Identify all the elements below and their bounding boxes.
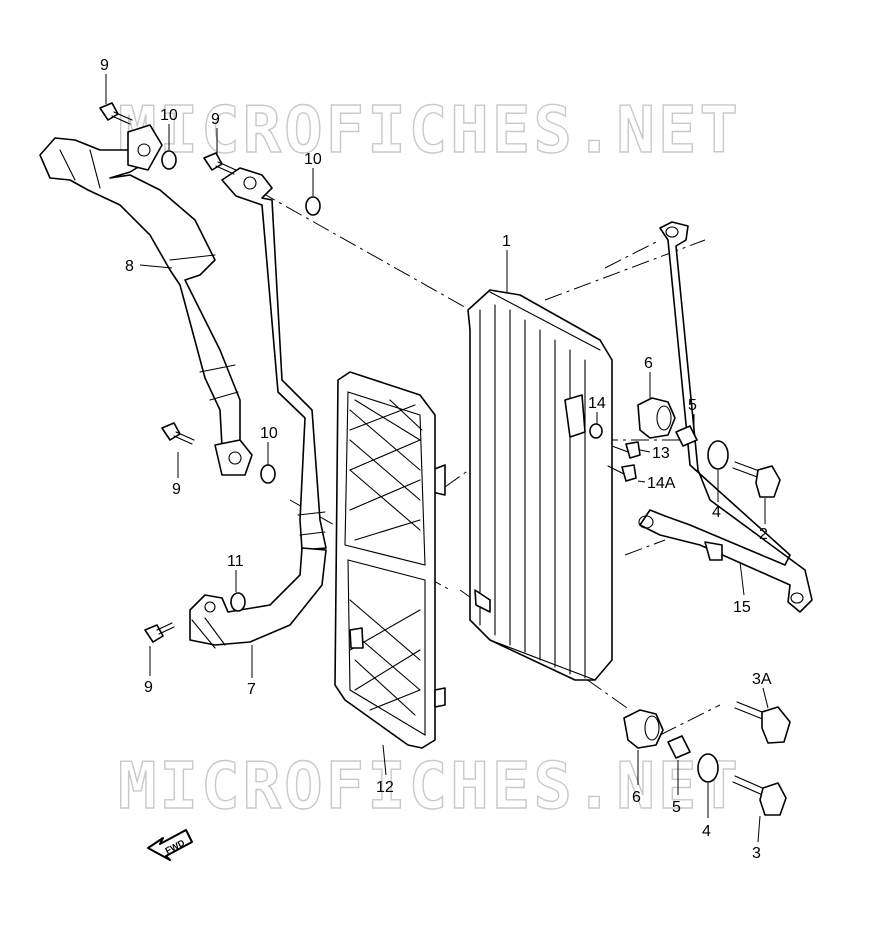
- o-ring-10-upper: [305, 196, 321, 216]
- collar-5-lower: [667, 735, 691, 759]
- hose-part-8: [39, 124, 253, 476]
- label-3: 3: [752, 845, 761, 862]
- bolt-2: [732, 461, 781, 498]
- label-10-lower: 10: [260, 425, 278, 442]
- leader-lines: [105, 74, 769, 843]
- label-10-upper: 10: [304, 151, 322, 168]
- bolt-13: [611, 441, 641, 459]
- o-ring-11: [230, 592, 246, 612]
- bolt-3a: [734, 701, 791, 744]
- part-labels: 9 10 9 10 8 10 9 11 9 7 1 6 5 14 13 14A …: [100, 57, 772, 862]
- forward-arrow-icon: FWD: [147, 829, 193, 861]
- label-9-upper: 9: [211, 111, 220, 128]
- bolt-3: [732, 775, 787, 816]
- bolt-9-upper: [203, 152, 237, 175]
- label-6-lower: 6: [632, 789, 641, 806]
- label-11: 11: [227, 553, 244, 570]
- label-9-middle: 9: [172, 481, 181, 498]
- label-7: 7: [247, 681, 256, 698]
- collar-5-upper: [675, 425, 698, 447]
- label-4-upper: 4: [712, 504, 721, 521]
- label-14a: 14A: [647, 475, 676, 492]
- label-3a: 3A: [752, 671, 772, 688]
- hose-part-7: [189, 547, 327, 649]
- label-9-lower: 9: [144, 679, 153, 696]
- label-5-lower: 5: [672, 799, 681, 816]
- label-15: 15: [733, 599, 751, 616]
- oil-pipe: [221, 167, 327, 551]
- oil-cooler-part-1: [431, 289, 613, 681]
- label-8: 8: [125, 258, 134, 275]
- label-1: 1: [502, 233, 511, 250]
- washer-14: [589, 423, 603, 439]
- label-14: 14: [588, 395, 606, 412]
- label-4-lower: 4: [702, 823, 711, 840]
- label-13: 13: [652, 445, 670, 462]
- o-ring-10-top: [161, 150, 177, 170]
- bolt-9-top: [99, 102, 133, 125]
- label-5-upper: 5: [688, 397, 697, 414]
- watermark-bottom: MICROFICHES.NET: [118, 750, 741, 824]
- label-12: 12: [376, 779, 394, 796]
- label-6-upper: 6: [644, 355, 653, 372]
- grommet-6-upper: [637, 397, 676, 439]
- washer-4-upper: [707, 440, 729, 470]
- label-9-top: 9: [100, 57, 109, 74]
- cooler-guard-part-12: [334, 371, 446, 749]
- grommet-6-lower: [623, 709, 664, 749]
- bolt-9-middle: [161, 422, 195, 445]
- watermark-top: MICROFICHES.NET: [118, 94, 741, 168]
- bracket-part-15: [638, 221, 813, 613]
- label-2: 2: [759, 526, 768, 543]
- o-ring-10-lower: [260, 464, 276, 484]
- bolt-14a: [607, 464, 637, 482]
- washer-4-lower: [697, 753, 719, 783]
- bolt-9-lower: [144, 622, 175, 643]
- label-10-top: 10: [160, 107, 178, 124]
